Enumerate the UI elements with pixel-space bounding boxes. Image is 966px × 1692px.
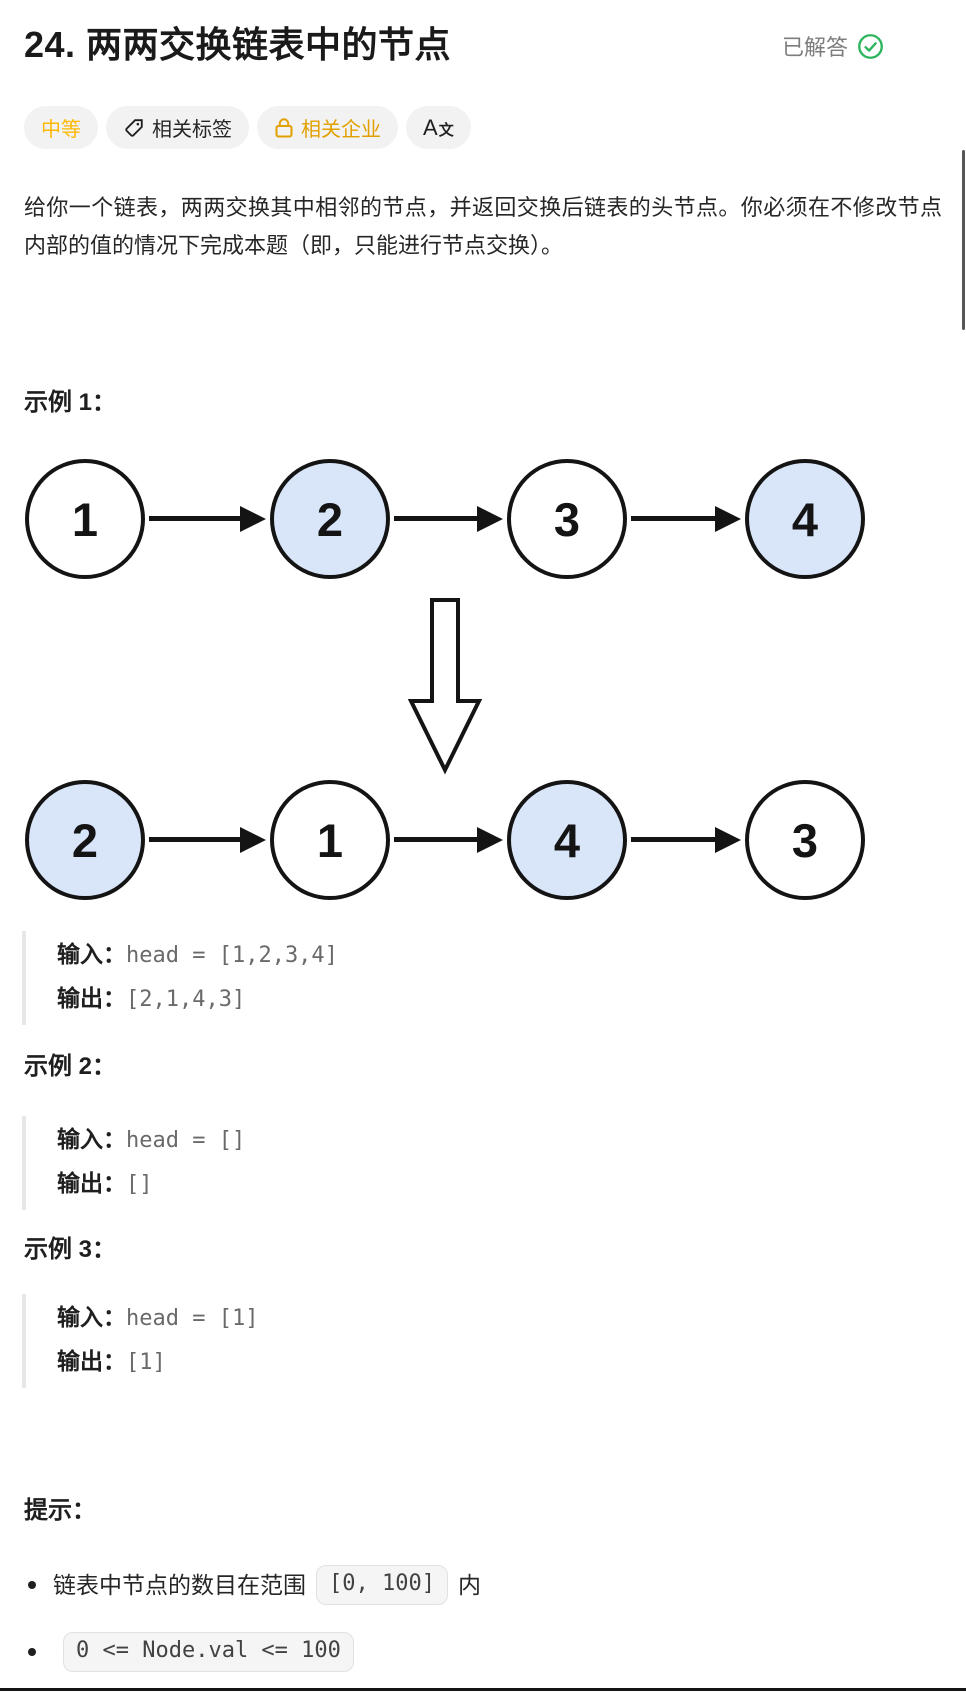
input-value: head = [1,2,3,4]: [126, 943, 338, 968]
example-1-io-block: 输入：head = [1,2,3,4] 输出：[2,1,4,3]: [22, 931, 642, 1025]
node-value: 4: [553, 813, 581, 867]
transform-down-arrow-icon: [407, 598, 483, 775]
difficulty-label: 中等: [41, 119, 81, 141]
language-toggle-button[interactable]: A文: [406, 106, 471, 149]
hints-heading: 提示：: [24, 1497, 96, 1524]
constraint-item: 0 <= Node.val <= 100: [24, 1632, 364, 1672]
list-node: 1: [270, 780, 390, 900]
example-output-line: 输出：[2,1,4,3]: [57, 978, 642, 1022]
input-label: 输入：: [57, 1126, 126, 1152]
status-badge[interactable]: 已解答: [782, 30, 884, 62]
constraint-item: 链表中节点的数目在范围 [0, 100] 内: [24, 1563, 481, 1607]
example-input-line: 输入：head = [1,2,3,4]: [57, 934, 642, 978]
bullet-icon: [28, 1648, 36, 1656]
node-value: 2: [71, 813, 99, 867]
output-value: [1]: [126, 1350, 166, 1375]
check-circle-icon: [857, 33, 884, 60]
related-tags-button[interactable]: 相关标签: [106, 106, 249, 149]
pointer-arrow-icon: [394, 506, 503, 532]
pointer-arrow-icon: [149, 827, 266, 853]
example-1-heading: 示例 1：: [24, 389, 117, 416]
example-input-line: 输入：head = [1]: [57, 1297, 642, 1341]
meta-pill-row: 中等 相关标签 相关企业 A文: [24, 106, 471, 149]
constraint-text: 链表中节点的数目在范围: [53, 1572, 306, 1598]
lock-icon: [274, 117, 294, 139]
example-output-line: 输出：[1]: [57, 1341, 642, 1385]
node-value: 1: [71, 492, 99, 546]
node-value: 3: [553, 492, 581, 546]
list-node: 2: [270, 459, 390, 579]
pointer-arrow-icon: [631, 506, 741, 532]
example-output-line: 输出：[]: [57, 1163, 642, 1207]
output-label: 输出：: [57, 985, 126, 1011]
list-node: 2: [25, 780, 145, 900]
list-node: 1: [25, 459, 145, 579]
related-tags-label: 相关标签: [152, 119, 232, 141]
input-label: 输入：: [57, 941, 126, 967]
example-input-line: 输入：head = []: [57, 1119, 642, 1163]
vertical-scrollbar-thumb[interactable]: [962, 150, 965, 330]
node-value: 3: [791, 813, 819, 867]
related-companies-button[interactable]: 相关企业: [257, 106, 398, 149]
example-3-io-block: 输入：head = [1] 输出：[1]: [22, 1294, 642, 1388]
tag-icon: [123, 117, 145, 139]
node-value: 4: [791, 492, 819, 546]
example-2-heading: 示例 2：: [24, 1053, 117, 1080]
input-label: 输入：: [57, 1304, 126, 1330]
bullet-icon: [28, 1581, 36, 1589]
constraint-code-chip: [0, 100]: [316, 1565, 448, 1605]
difficulty-badge[interactable]: 中等: [24, 106, 98, 149]
input-value: head = []: [126, 1128, 246, 1153]
related-companies-label: 相关企业: [301, 119, 381, 141]
node-value: 1: [316, 813, 344, 867]
problem-description: 给你一个链表，两两交换其中相邻的节点，并返回交换后链表的头节点。你必须在不修改节…: [24, 195, 942, 258]
input-value: head = [1]: [126, 1306, 259, 1331]
pointer-arrow-icon: [394, 827, 503, 853]
output-value: []: [126, 1172, 153, 1197]
constraint-text: 内: [457, 1572, 481, 1598]
page-title: 24. 两两交换链表中的节点: [24, 24, 452, 65]
status-label: 已解答: [781, 35, 848, 60]
pointer-arrow-icon: [149, 506, 266, 532]
node-value: 2: [316, 492, 344, 546]
list-node: 4: [507, 780, 627, 900]
output-label: 输出：: [57, 1170, 126, 1196]
constraint-code-chip: 0 <= Node.val <= 100: [63, 1632, 354, 1672]
list-node: 4: [745, 459, 865, 579]
translate-icon: A文: [423, 114, 454, 140]
list-node: 3: [507, 459, 627, 579]
example-2-io-block: 输入：head = [] 输出：[]: [22, 1116, 642, 1210]
list-node: 3: [745, 780, 865, 900]
example-3-heading: 示例 3：: [24, 1236, 117, 1263]
panel-bottom-divider: [0, 1688, 966, 1691]
pointer-arrow-icon: [631, 827, 741, 853]
output-value: [2,1,4,3]: [126, 987, 246, 1012]
output-label: 输出：: [57, 1348, 126, 1374]
